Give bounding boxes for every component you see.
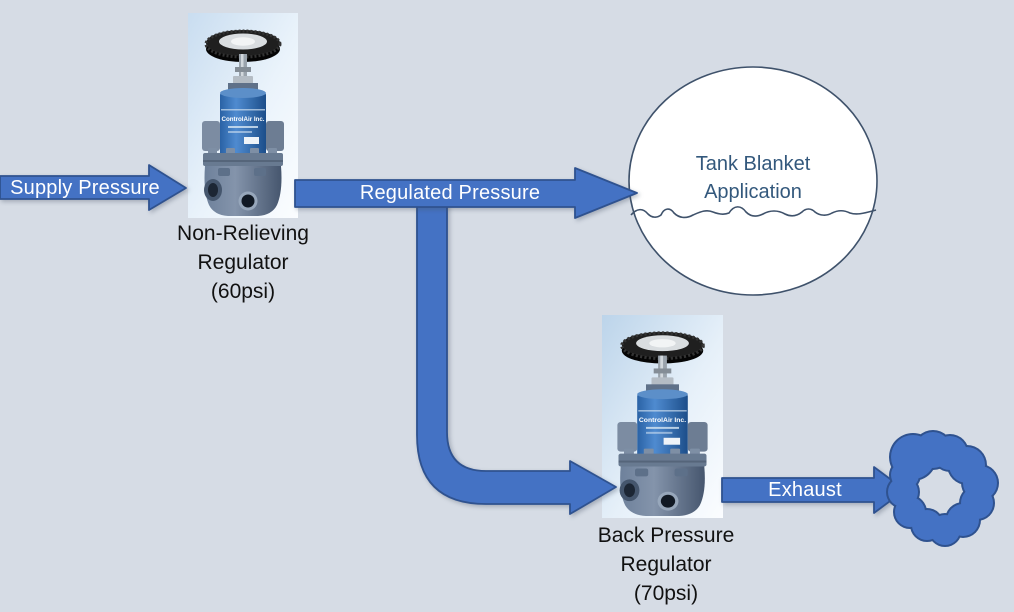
non-relieving-regulator-caption: Non-Relieving Regulator (60psi) [133, 219, 353, 306]
tank-label-line1: Tank Blanket [695, 153, 811, 175]
brand-label: ControlAir Inc. [639, 417, 686, 424]
regulated-pressure-label: Regulated Pressure [359, 182, 541, 204]
valve-body [619, 466, 705, 517]
clamp-ring [203, 148, 283, 166]
caption-line: Back Pressure [597, 524, 735, 547]
caption-line: Regulator [197, 251, 289, 274]
branch-elbow-arrow [416, 199, 617, 515]
regulator-photo-back-pressure: ControlAir Inc. [602, 315, 723, 518]
spring-can: ControlAir Inc. [637, 389, 688, 459]
brand-label: ControlAir Inc. [222, 116, 265, 123]
right-lug [266, 121, 284, 151]
caption-line: Regulator [620, 553, 712, 576]
adjusting-knob [620, 331, 705, 364]
spring-can: ControlAir Inc. [220, 88, 266, 158]
adjusting-knob [204, 29, 282, 62]
regulator-illustration: ControlAir Inc. [602, 315, 723, 518]
left-lug [202, 121, 220, 151]
tank-circle [628, 66, 878, 296]
back-pressure-regulator-caption: Back Pressure Regulator (70psi) [556, 521, 776, 608]
left-lug [617, 421, 638, 452]
caption-line: Non-Relieving [177, 222, 309, 245]
regulator-photo-non-relieving: ControlAir Inc. [188, 13, 298, 218]
clamp-ring [618, 448, 707, 467]
supply-pressure-arrow [0, 164, 187, 211]
valve-body [204, 166, 282, 216]
regulated-pressure-arrow [294, 167, 638, 219]
exhaust-cloud [886, 430, 999, 547]
tank-label-line2: Application [704, 181, 802, 203]
exhaust-arrow [721, 466, 906, 514]
stem-and-bonnet [228, 54, 258, 91]
right-lug [687, 421, 708, 452]
exhaust-label: Exhaust [768, 479, 842, 501]
supply-pressure-label: Supply Pressure [10, 177, 160, 199]
tank-application-label: Tank Blanket Application [629, 150, 877, 206]
caption-line: (70psi) [633, 582, 699, 605]
regulator-illustration: ControlAir Inc. [188, 13, 298, 218]
caption-line: (60psi) [210, 280, 276, 303]
liquid-wave-line [630, 206, 877, 219]
stem-and-bonnet [646, 355, 679, 393]
